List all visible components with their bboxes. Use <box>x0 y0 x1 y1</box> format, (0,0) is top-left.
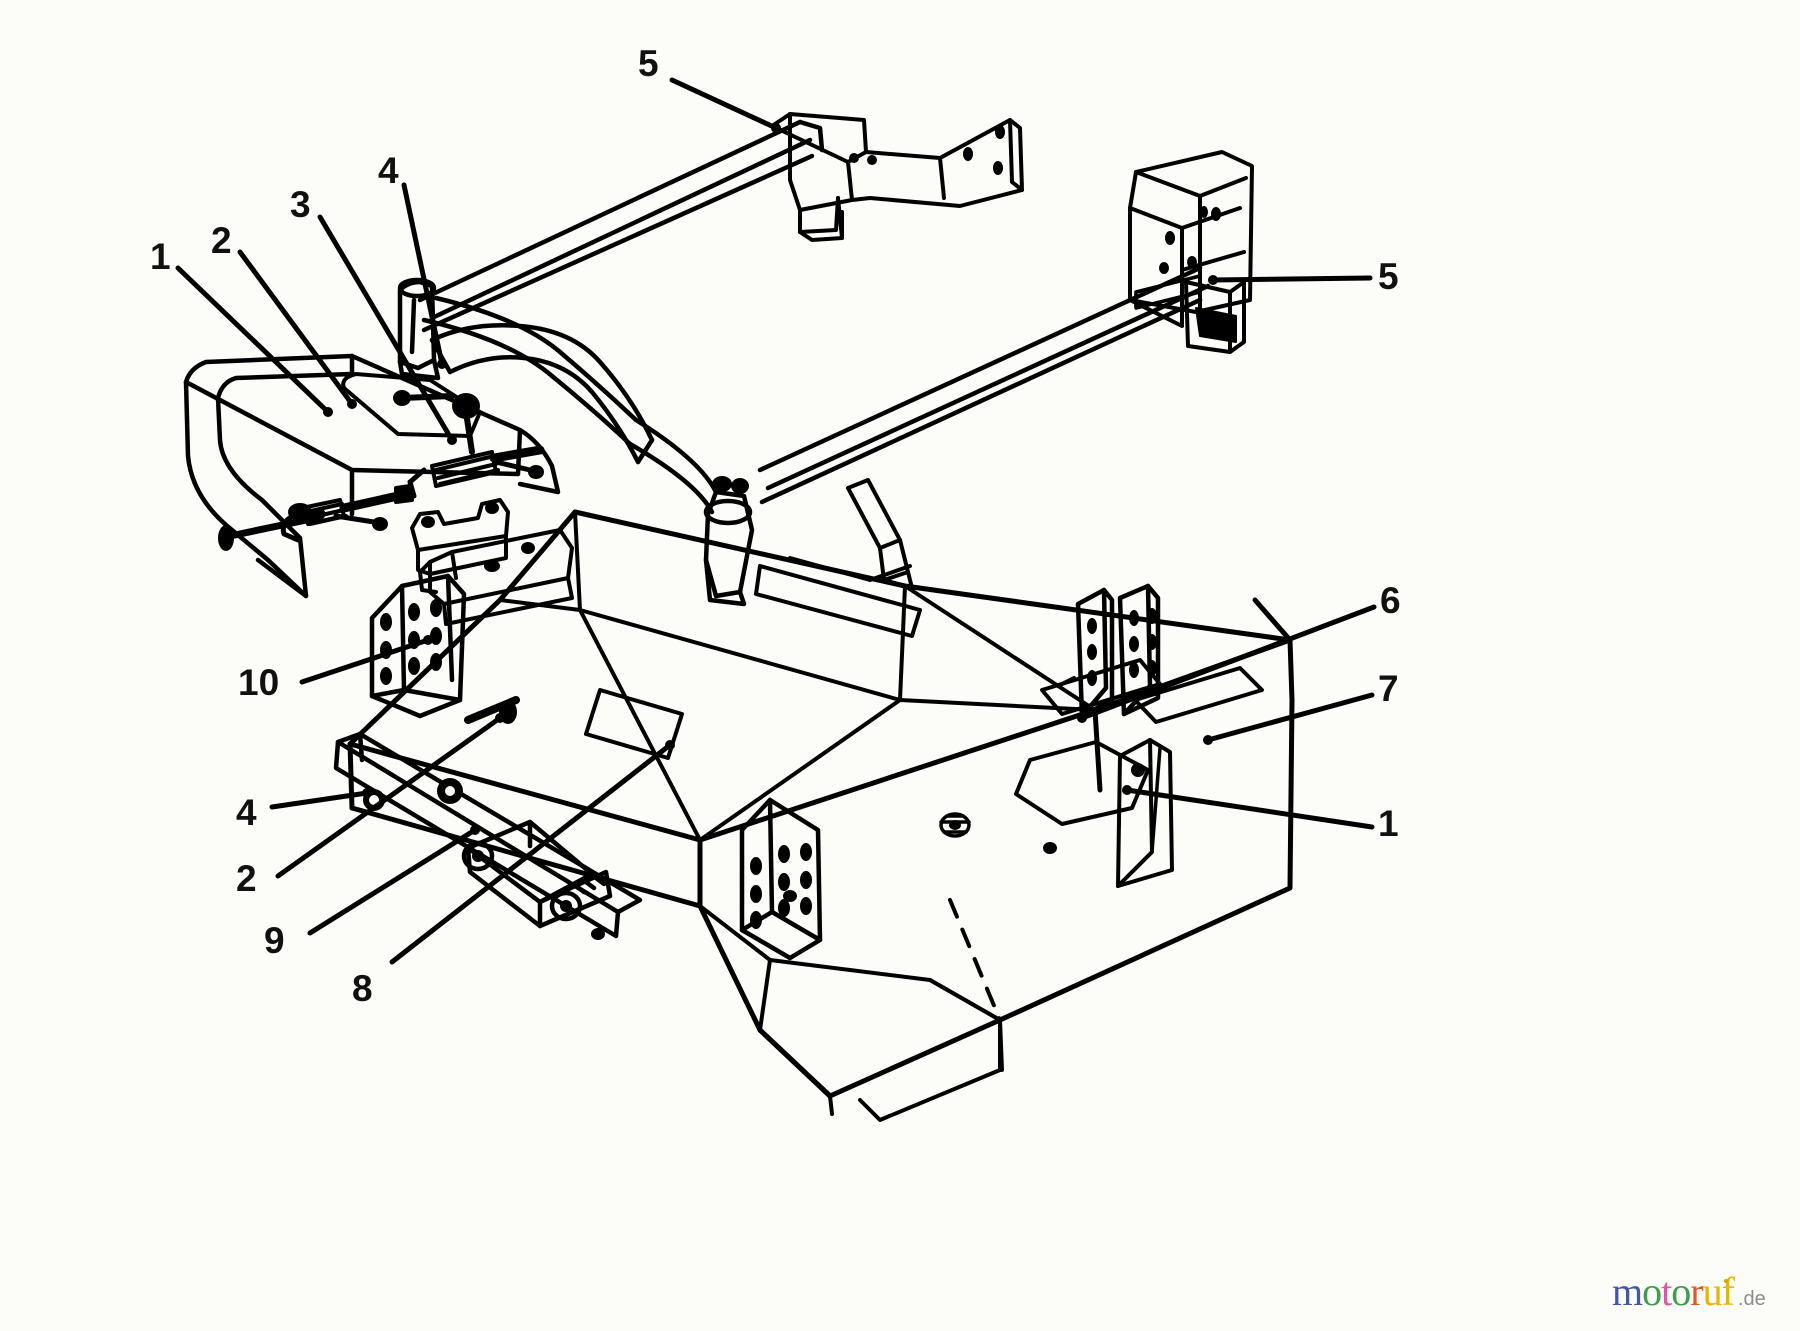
deck-center-fastener <box>939 812 971 838</box>
watermark-letter: o <box>1671 1269 1691 1314</box>
callout-number-4[interactable]: 4 <box>236 792 257 833</box>
watermark-letter: t <box>1661 1269 1672 1314</box>
bracket-upper-right-holes <box>1159 206 1221 274</box>
lower-hitch-bar <box>333 731 643 939</box>
spring-right <box>407 393 545 499</box>
deck-rails <box>754 478 1076 688</box>
bracket-upper-left <box>770 112 1024 242</box>
bracket-upper-right <box>1128 150 1254 354</box>
watermark-letter: m <box>1612 1269 1643 1314</box>
deck-gussets <box>418 528 574 626</box>
callout-number-3[interactable]: 3 <box>290 184 311 225</box>
adjuster-plate-center-holes <box>750 843 812 929</box>
callout-number-8[interactable]: 8 <box>352 968 373 1009</box>
bracket-upper-left-holes <box>849 125 1005 175</box>
callout-number-1[interactable]: 1 <box>1378 803 1399 844</box>
bracket-upper-right-slot <box>1134 274 1202 310</box>
watermark-suffix: .de <box>1737 1288 1766 1310</box>
callout-number-7[interactable]: 7 <box>1378 668 1399 709</box>
callout-number-5[interactable]: 5 <box>1378 256 1399 297</box>
carriage-bolt-left <box>218 508 326 551</box>
callout-number-4[interactable]: 4 <box>378 150 399 191</box>
watermark-letter: f <box>1721 1269 1735 1314</box>
lift-frame-tubes <box>417 119 1211 505</box>
deck-baffle-tab <box>1116 738 1174 888</box>
callout-number-10[interactable]: 10 <box>238 662 280 703</box>
callout-number-2[interactable]: 2 <box>236 858 257 899</box>
adjuster-plate-left <box>369 573 467 719</box>
adjuster-plate-left-holes <box>380 599 442 685</box>
callout-number-6[interactable]: 6 <box>1380 580 1401 621</box>
watermark-letter: u <box>1702 1269 1723 1314</box>
watermark-dot <box>1723 1279 1728 1283</box>
watermark-letter: o <box>1642 1269 1662 1314</box>
callout-number-1[interactable]: 1 <box>150 236 171 277</box>
callout-number-2[interactable]: 2 <box>211 220 232 261</box>
watermark-letter: r <box>1690 1269 1703 1314</box>
callout-number-9[interactable]: 9 <box>264 920 285 961</box>
hitch-pin <box>464 696 520 724</box>
motoruf-watermark: motoruf.de <box>1612 1272 1766 1312</box>
callout-number-5[interactable]: 5 <box>638 43 659 84</box>
